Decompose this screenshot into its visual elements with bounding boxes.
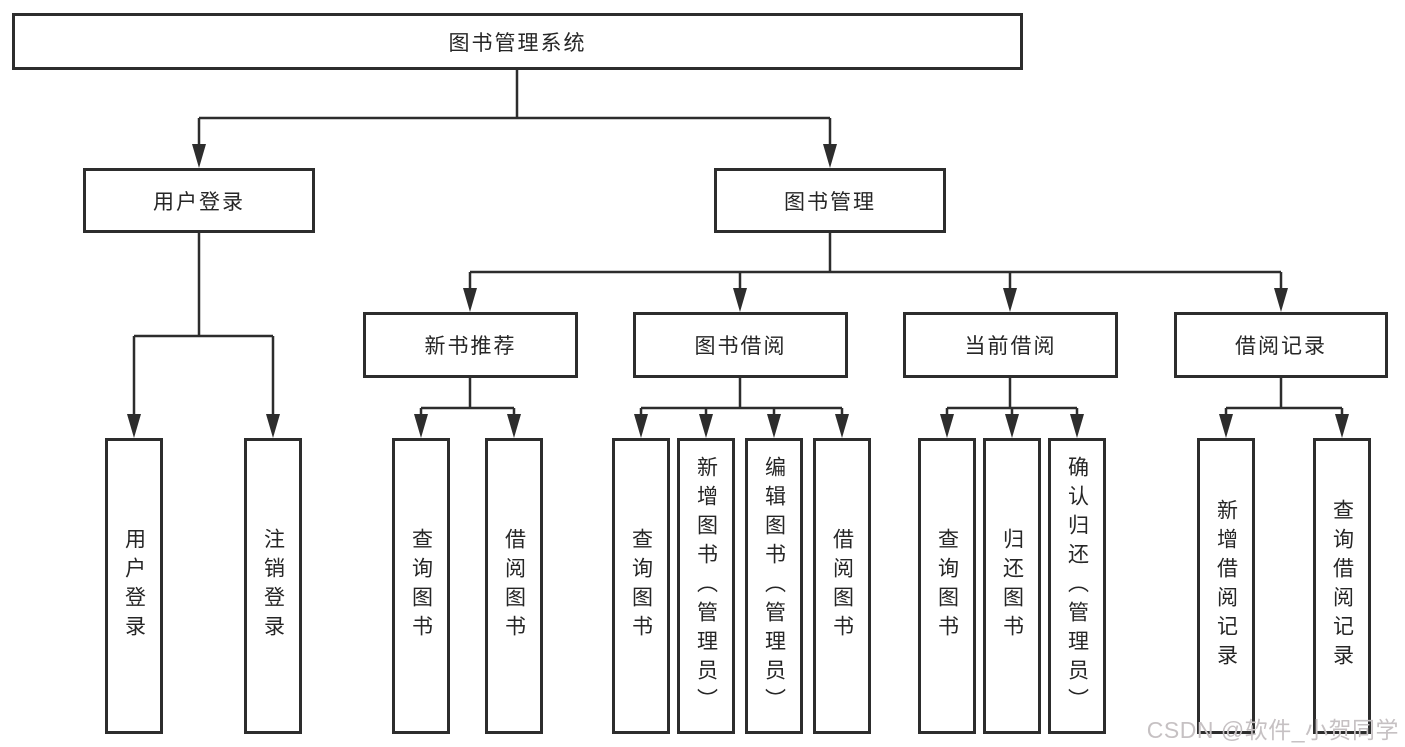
leaf-add-borrow-record: 新增借阅记录 [1197, 438, 1255, 734]
leaf-return-book: 归还图书 [983, 438, 1041, 734]
node-borrow-records-label: 借阅记录 [1235, 335, 1327, 358]
leaf-add-borrow-record-label: 新增借阅记录 [1214, 499, 1238, 673]
watermark-text: CSDN @软件_小贺同学 [1146, 717, 1399, 743]
leaf-confirm-return-admin-label: 确认归还（管理员） [1065, 455, 1089, 717]
node-borrow-records: 借阅记录 [1174, 312, 1388, 378]
node-book-borrow: 图书借阅 [633, 312, 848, 378]
leaf-query-books-current-label: 查询图书 [935, 528, 959, 644]
leaf-query-borrow-record: 查询借阅记录 [1313, 438, 1371, 734]
leaf-user-login-label: 用户登录 [122, 528, 146, 644]
leaf-logout-label: 注销登录 [261, 528, 285, 644]
leaf-query-books-recommend: 查询图书 [392, 438, 450, 734]
leaf-edit-book-admin: 编辑图书（管理员） [745, 438, 803, 734]
node-current-borrow-label: 当前借阅 [964, 335, 1057, 358]
node-user-login: 用户登录 [83, 168, 315, 233]
leaf-query-books-borrow-label: 查询图书 [629, 528, 653, 644]
leaf-borrow-books-recommend-label: 借阅图书 [502, 528, 526, 644]
leaf-borrow-books: 借阅图书 [813, 438, 871, 734]
node-book-management: 图书管理 [714, 168, 946, 233]
arrowheads [127, 144, 1349, 438]
node-new-book-recommend: 新书推荐 [363, 312, 578, 378]
leaf-borrow-books-recommend: 借阅图书 [485, 438, 543, 734]
leaf-query-books-current: 查询图书 [918, 438, 976, 734]
leaf-add-book-admin-label: 新增图书（管理员） [694, 455, 718, 717]
leaf-query-borrow-record-label: 查询借阅记录 [1330, 499, 1354, 673]
leaf-query-books-borrow: 查询图书 [612, 438, 670, 734]
node-new-book-recommend-label: 新书推荐 [424, 335, 517, 358]
leaf-logout: 注销登录 [244, 438, 302, 734]
leaf-return-book-label: 归还图书 [1000, 528, 1024, 644]
node-book-management-label: 图书管理 [784, 190, 876, 214]
node-user-login-label: 用户登录 [153, 190, 245, 214]
leaf-edit-book-admin-label: 编辑图书（管理员） [762, 455, 786, 717]
leaf-borrow-books-label: 借阅图书 [830, 528, 854, 644]
node-root-label: 图书管理系统 [448, 31, 587, 55]
leaf-user-login: 用户登录 [105, 438, 163, 734]
node-root: 图书管理系统 [12, 13, 1023, 70]
leaf-confirm-return-admin: 确认归还（管理员） [1048, 438, 1106, 734]
leaf-add-book-admin: 新增图书（管理员） [677, 438, 735, 734]
node-book-borrow-label: 图书借阅 [694, 335, 787, 358]
node-current-borrow: 当前借阅 [903, 312, 1118, 378]
leaf-query-books-recommend-label: 查询图书 [409, 528, 433, 644]
